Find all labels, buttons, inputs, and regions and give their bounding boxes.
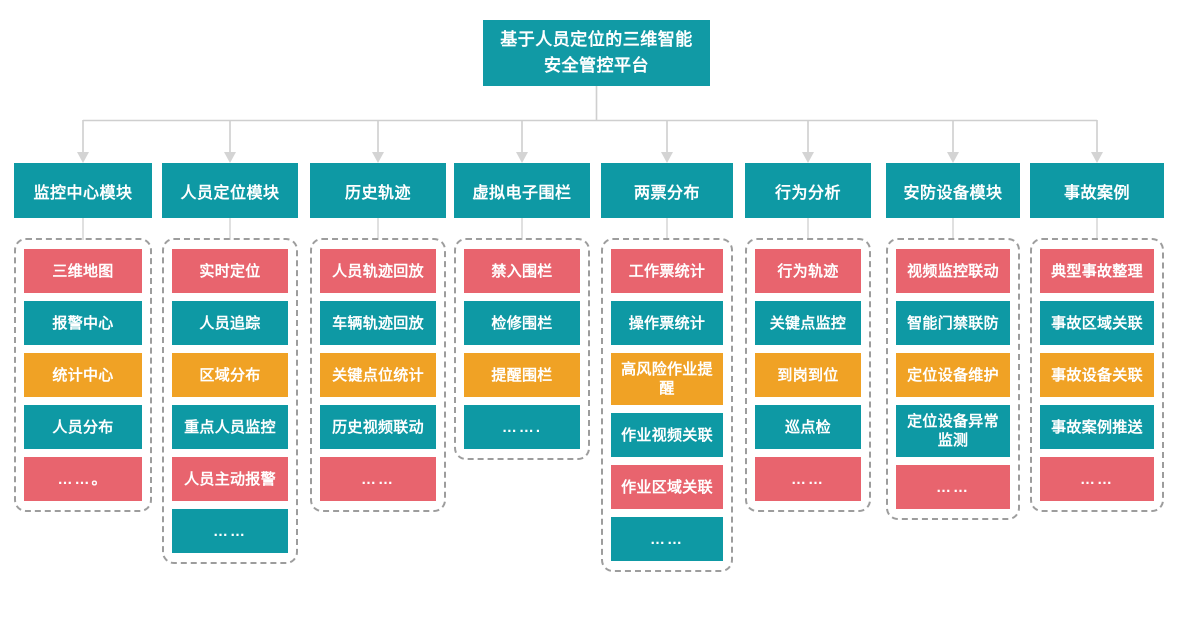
module-item[interactable]: 历史视频联动	[320, 405, 436, 449]
module-item[interactable]: 作业视频关联	[611, 413, 723, 457]
module-header-4[interactable]: 虚拟电子围栏	[454, 163, 590, 218]
module-item[interactable]: 视频监控联动	[896, 249, 1010, 293]
module-group-4: 禁入围栏检修围栏提醒围栏 …….	[454, 238, 590, 460]
module-header-2[interactable]: 人员定位模块	[162, 163, 298, 218]
module-item[interactable]: 关键点监控	[755, 301, 861, 345]
module-item[interactable]: 统计中心	[24, 353, 142, 397]
module-item[interactable]: 到岗到位	[755, 353, 861, 397]
module-item[interactable]: 检修围栏	[464, 301, 580, 345]
module-item[interactable]: 车辆轨迹回放	[320, 301, 436, 345]
module-item[interactable]: 事故区域关联	[1040, 301, 1154, 345]
module-item[interactable]: 巡点检	[755, 405, 861, 449]
module-item[interactable]: ……	[755, 457, 861, 501]
module-item[interactable]: 三维地图	[24, 249, 142, 293]
module-item[interactable]: 工作票统计	[611, 249, 723, 293]
module-header-6[interactable]: 行为分析	[745, 163, 871, 218]
module-column-3: 历史轨迹人员轨迹回放车辆轨迹回放关键点位统计历史视频联动 ……	[310, 163, 446, 512]
module-column-4: 虚拟电子围栏禁入围栏检修围栏提醒围栏 …….	[454, 163, 590, 460]
module-item[interactable]: 人员追踪	[172, 301, 288, 345]
module-header-7[interactable]: 安防设备模块	[886, 163, 1020, 218]
module-group-8: 典型事故整理事故区域关联事故设备关联事故案例推送 ……	[1030, 238, 1164, 512]
module-header-8[interactable]: 事故案例	[1030, 163, 1164, 218]
module-group-3: 人员轨迹回放车辆轨迹回放关键点位统计历史视频联动 ……	[310, 238, 446, 512]
module-item[interactable]: 典型事故整理	[1040, 249, 1154, 293]
module-item[interactable]: 作业区域关联	[611, 465, 723, 509]
module-item[interactable]: 重点人员监控	[172, 405, 288, 449]
module-item[interactable]: 人员轨迹回放	[320, 249, 436, 293]
module-item[interactable]: 定位设备异常监测	[896, 405, 1010, 457]
module-header-3[interactable]: 历史轨迹	[310, 163, 446, 218]
module-column-1: 监控中心模块三维地图报警中心统计中心人员分布 ……。	[14, 163, 152, 512]
module-item[interactable]: 操作票统计	[611, 301, 723, 345]
module-group-1: 三维地图报警中心统计中心人员分布 ……。	[14, 238, 152, 512]
module-item[interactable]: 禁入围栏	[464, 249, 580, 293]
module-item[interactable]: 区域分布	[172, 353, 288, 397]
module-item[interactable]: 事故设备关联	[1040, 353, 1154, 397]
module-item[interactable]: 人员分布	[24, 405, 142, 449]
module-item[interactable]: ……。	[24, 457, 142, 501]
root-title-box: 基于人员定位的三维智能安全管控平台	[483, 20, 710, 86]
module-column-2: 人员定位模块实时定位人员追踪区域分布重点人员监控人员主动报警 ……	[162, 163, 298, 564]
module-group-2: 实时定位人员追踪区域分布重点人员监控人员主动报警 ……	[162, 238, 298, 564]
module-item[interactable]: …….	[464, 405, 580, 449]
module-item[interactable]: 人员主动报警	[172, 457, 288, 501]
module-column-6: 行为分析行为轨迹关键点监控到岗到位巡点检 ……	[745, 163, 871, 512]
module-column-8: 事故案例典型事故整理事故区域关联事故设备关联事故案例推送 ……	[1030, 163, 1164, 512]
module-group-5: 工作票统计操作票统计高风险作业提醒作业视频关联作业区域关联 ……	[601, 238, 733, 572]
module-item[interactable]: ……	[172, 509, 288, 553]
module-item[interactable]: 报警中心	[24, 301, 142, 345]
module-item[interactable]: 智能门禁联防	[896, 301, 1010, 345]
module-item[interactable]: ……	[896, 465, 1010, 509]
module-item[interactable]: 行为轨迹	[755, 249, 861, 293]
module-item[interactable]: 高风险作业提醒	[611, 353, 723, 405]
module-item[interactable]: 事故案例推送	[1040, 405, 1154, 449]
module-header-5[interactable]: 两票分布	[601, 163, 733, 218]
module-item[interactable]: 实时定位	[172, 249, 288, 293]
module-item[interactable]: 关键点位统计	[320, 353, 436, 397]
module-item[interactable]: ……	[320, 457, 436, 501]
module-group-7: 视频监控联动智能门禁联防定位设备维护定位设备异常监测 ……	[886, 238, 1020, 520]
module-column-5: 两票分布工作票统计操作票统计高风险作业提醒作业视频关联作业区域关联 ……	[601, 163, 733, 572]
module-item[interactable]: 定位设备维护	[896, 353, 1010, 397]
root-title-text: 基于人员定位的三维智能安全管控平台	[500, 30, 693, 75]
module-item[interactable]: 提醒围栏	[464, 353, 580, 397]
module-header-1[interactable]: 监控中心模块	[14, 163, 152, 218]
module-item[interactable]: ……	[611, 517, 723, 561]
module-group-6: 行为轨迹关键点监控到岗到位巡点检 ……	[745, 238, 871, 512]
module-column-7: 安防设备模块视频监控联动智能门禁联防定位设备维护定位设备异常监测 ……	[886, 163, 1020, 520]
module-item[interactable]: ……	[1040, 457, 1154, 501]
